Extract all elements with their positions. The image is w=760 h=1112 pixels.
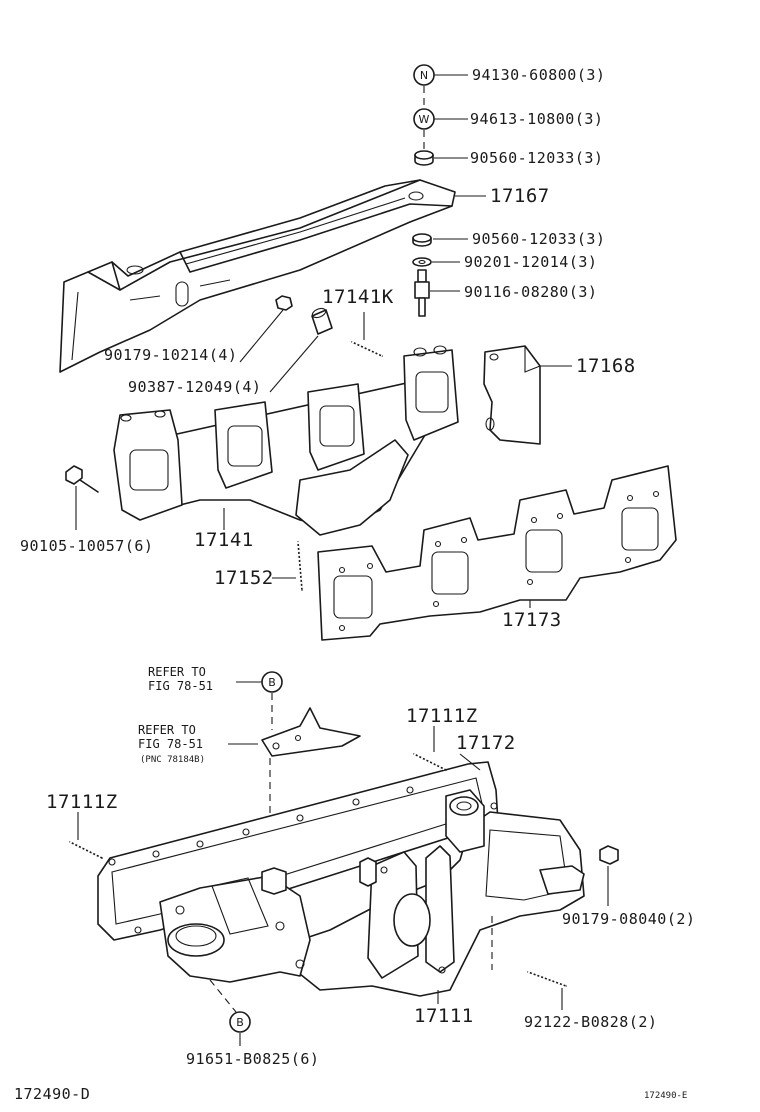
marker-b-top[interactable]: B: [261, 671, 283, 693]
callout-90179-10214: 90179-10214(4): [104, 346, 237, 364]
ref1-line1: REFER TO: [148, 665, 206, 679]
ref2-line3: (PNC 78184B): [140, 755, 205, 765]
callout-90116: 90116-08280(3): [464, 283, 597, 301]
nut-90179-08040[interactable]: [599, 845, 619, 865]
callout-90560-a: 90560-12033(3): [470, 149, 603, 167]
callout-17141: 17141: [194, 529, 254, 551]
exhaust-manifold-17141[interactable]: [113, 345, 459, 536]
callout-17152: 17152: [214, 567, 274, 589]
washer-94613[interactable]: W: [413, 108, 468, 130]
callout-17173: 17173: [502, 609, 562, 631]
callout-17168: 17168: [576, 355, 636, 377]
stud-17111Z-upper[interactable]: [413, 753, 447, 771]
callout-17141K: 17141K: [322, 286, 394, 308]
callout-90179-08040: 90179-08040(2): [562, 910, 695, 928]
ref1-line2: FIG 78-51: [148, 679, 213, 693]
nut-marker: N: [420, 69, 428, 82]
nut-90179-10214[interactable]: [275, 295, 293, 311]
spacer-90560-b[interactable]: [412, 233, 468, 247]
b-top-marker: B: [268, 676, 276, 689]
collar-90387[interactable]: [311, 307, 333, 335]
spacer-90560-a[interactable]: [414, 150, 468, 166]
figure-code-left: 172490-D: [14, 1085, 90, 1103]
callout-17111Z-upper: 17111Z: [406, 705, 478, 727]
callout-91651: 91651-B0825(6): [186, 1050, 319, 1068]
washer-marker: W: [419, 113, 430, 126]
plate-17168[interactable]: [483, 345, 541, 445]
stud-17111Z-left[interactable]: [69, 841, 103, 859]
callout-17111: 17111: [414, 1005, 474, 1027]
washer-90201[interactable]: [412, 257, 460, 267]
callout-92122: 92122-B0828(2): [524, 1013, 657, 1031]
stud-92122[interactable]: [527, 971, 567, 987]
callout-17111Z-left: 17111Z: [46, 791, 118, 813]
callout-94130: 94130-60800(3): [472, 66, 605, 84]
callout-90105: 90105-10057(6): [20, 537, 153, 555]
callout-90201: 90201-12014(3): [464, 253, 597, 271]
ref2-line2: FIG 78-51: [138, 737, 203, 751]
callout-90387: 90387-12049(4): [128, 378, 261, 396]
stud-17141K[interactable]: [351, 341, 383, 357]
bolt-90105[interactable]: [65, 465, 99, 493]
callout-90560-b: 90560-12033(3): [472, 230, 605, 248]
marker-b-bottom[interactable]: B: [229, 1011, 251, 1033]
stud-17152[interactable]: [297, 541, 303, 591]
b-bottom-marker: B: [236, 1016, 244, 1029]
figure-code-right: 172490-E: [644, 1091, 687, 1101]
stud-bolt-90116[interactable]: [414, 269, 460, 317]
manifold-17111[interactable]: [159, 789, 585, 997]
callout-94613: 94613-10800(3): [470, 110, 603, 128]
callout-17167: 17167: [490, 185, 550, 207]
nut-94130[interactable]: N: [413, 64, 468, 86]
gasket-17173[interactable]: [317, 465, 677, 641]
callout-17172: 17172: [456, 732, 516, 754]
heat-insulator-17167[interactable]: [59, 179, 456, 373]
bracket-78184B[interactable]: [261, 707, 361, 757]
ref2-line1: REFER TO: [138, 723, 196, 737]
